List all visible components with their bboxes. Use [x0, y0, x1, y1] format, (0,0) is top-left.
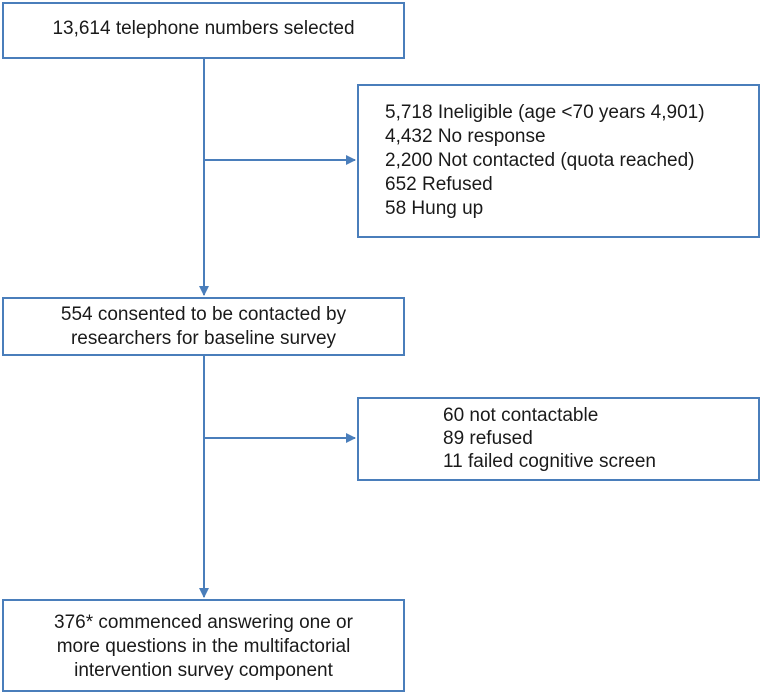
- commenced-line-3: intervention survey component: [74, 660, 333, 681]
- excluded-1-hung-up: 58 Hung up: [385, 198, 484, 219]
- consented-line-1: 554 consented to be contacted by: [60, 304, 347, 325]
- excluded-2-not-contactable: 60 not contactable: [443, 405, 599, 426]
- excluded-2-refused: 89 refused: [443, 428, 533, 449]
- excluded-1-ineligible: 5,718 Ineligible (age <70 years 4,901): [385, 102, 705, 123]
- node-consented: 554 consented to be contacted by researc…: [2, 297, 405, 356]
- excluded-1-refused: 652 Refused: [385, 174, 493, 195]
- excluded-2-failed-screen: 11 failed cognitive screen: [443, 451, 656, 472]
- node-commenced: 376* commenced answering one or more que…: [2, 599, 405, 692]
- commenced-line-2: more questions in the multifactorial: [56, 636, 351, 657]
- node-selected-line: 13,614 telephone numbers selected: [52, 18, 355, 39]
- consented-line-2: researchers for baseline survey: [70, 328, 337, 349]
- excluded-1-not-contacted: 2,200 Not contacted (quota reached): [385, 150, 695, 171]
- node-excluded-1: 5,718 Ineligible (age <70 years 4,901) 4…: [357, 84, 760, 238]
- commenced-line-1: 376* commenced answering one or: [54, 612, 353, 633]
- node-excluded-2: 60 not contactable 89 refused 11 failed …: [357, 397, 760, 481]
- node-selected: 13,614 telephone numbers selected: [2, 2, 405, 59]
- excluded-1-no-response: 4,432 No response: [385, 126, 546, 147]
